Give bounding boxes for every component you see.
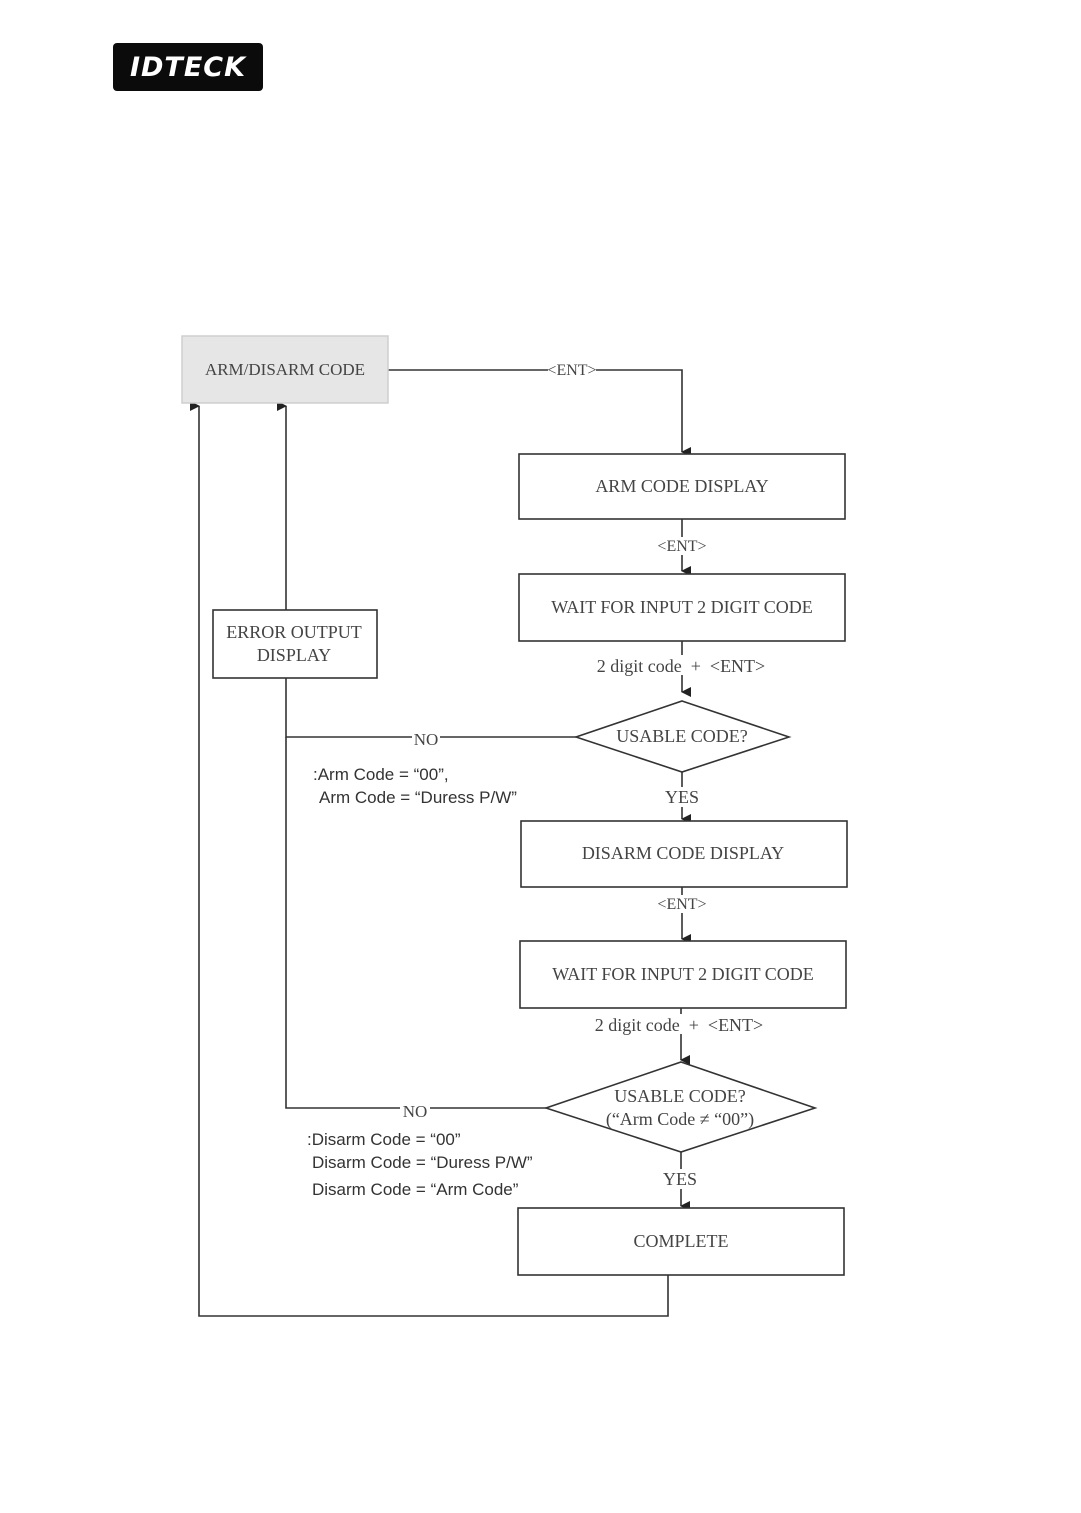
node-wait-arm-box bbox=[518, 573, 846, 642]
edge-label-yes-disarm: YES bbox=[663, 1169, 697, 1189]
edge-usable-disarm-no bbox=[285, 737, 546, 1109]
edge-label-ent-top: <ENT> bbox=[547, 362, 596, 379]
edge-start-to-arm-display bbox=[388, 369, 691, 457]
note-arm-line-2: Arm Code = “Duress P/W” bbox=[319, 788, 517, 807]
node-start-label: ARM/DISARM CODE bbox=[205, 360, 365, 379]
node-arm-display-box bbox=[518, 453, 846, 520]
edge-label-ent-disarm: <ENT> bbox=[657, 896, 706, 913]
node-wait-disarm-label: WAIT FOR INPUT 2 DIGIT CODE bbox=[552, 964, 814, 984]
node-wait-disarm-box bbox=[519, 940, 847, 1009]
edge-usable-arm-no bbox=[285, 678, 576, 738]
node-disarm-display-box bbox=[520, 820, 848, 888]
node-usable-disarm-label-1: USABLE CODE? bbox=[614, 1086, 746, 1106]
idteck-logo: IDTECK bbox=[113, 43, 263, 91]
node-usable-arm-diamond bbox=[573, 700, 792, 773]
note-disarm-line-3: Disarm Code = “Arm Code” bbox=[312, 1180, 519, 1199]
edge-complete-to-start bbox=[190, 401, 669, 1317]
node-usable-disarm-label-2: (“Arm Code ≠ “00”) bbox=[606, 1109, 754, 1130]
note-arm-line-1: :Arm Code = “00”, bbox=[313, 765, 449, 784]
edge-label-ent-arm: <ENT> bbox=[657, 538, 706, 555]
note-disarm-line-1: :Disarm Code = “00” bbox=[307, 1130, 461, 1149]
note-disarm-line-2: Disarm Code = “Duress P/W” bbox=[312, 1153, 533, 1172]
edge-label-yes-arm: YES bbox=[665, 787, 699, 807]
edge-label-no-disarm: NO bbox=[403, 1102, 428, 1121]
node-arm-display-label: ARM CODE DISPLAY bbox=[595, 476, 768, 496]
node-error-label-1: ERROR OUTPUT bbox=[226, 622, 362, 642]
edge-label-digit-disarm: 2 digit code + <ENT> bbox=[595, 1015, 763, 1035]
node-wait-arm-label: WAIT FOR INPUT 2 DIGIT CODE bbox=[551, 597, 813, 617]
edge-label-no-arm: NO bbox=[414, 730, 439, 749]
node-usable-disarm-diamond bbox=[543, 1061, 818, 1153]
node-disarm-display-label: DISARM CODE DISPLAY bbox=[582, 843, 784, 863]
node-complete-label: COMPLETE bbox=[633, 1231, 728, 1251]
node-complete-box bbox=[517, 1207, 845, 1276]
node-usable-arm-label: USABLE CODE? bbox=[616, 726, 748, 746]
node-error-box bbox=[212, 609, 378, 679]
node-start-box bbox=[181, 335, 389, 404]
edge-label-digit-arm: 2 digit code + <ENT> bbox=[597, 656, 765, 676]
node-error-label-2: DISPLAY bbox=[257, 645, 331, 665]
